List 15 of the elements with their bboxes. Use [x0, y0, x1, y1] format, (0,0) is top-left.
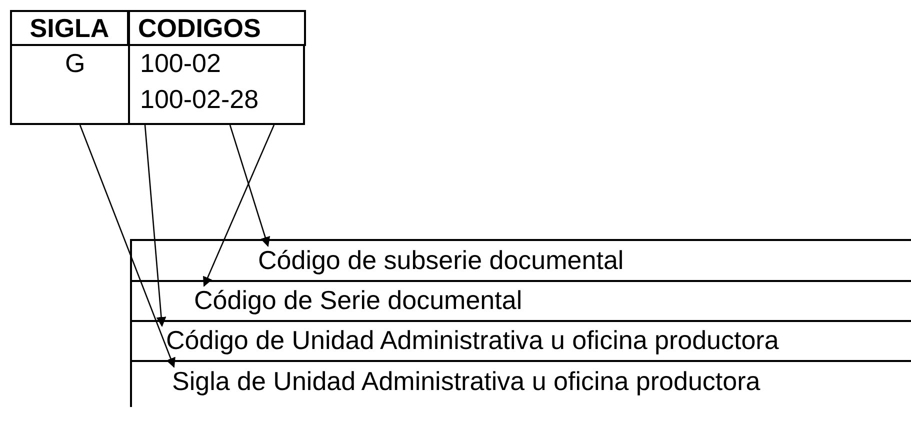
table-cell: [10, 44, 130, 125]
description-text: Sigla de Unidad Administrativa u oficina productora: [172, 366, 760, 396]
arrow: [203, 124, 275, 287]
column-header: SIGLA: [10, 10, 129, 46]
description-text: Código de Unidad Administrativa u oficina productora: [166, 325, 779, 355]
code-text: G: [65, 48, 86, 78]
code-text: 100-02: [140, 48, 221, 78]
arrow: [144, 124, 166, 327]
code-text: 100-02-28: [140, 84, 259, 114]
column-header: CODIGOS: [128, 10, 306, 46]
arrow: [229, 124, 270, 247]
table-cell: [128, 44, 305, 125]
description-text: Código de Serie documental: [194, 285, 522, 315]
description-text: Código de subserie documental: [258, 245, 624, 275]
arrow: [79, 124, 176, 368]
